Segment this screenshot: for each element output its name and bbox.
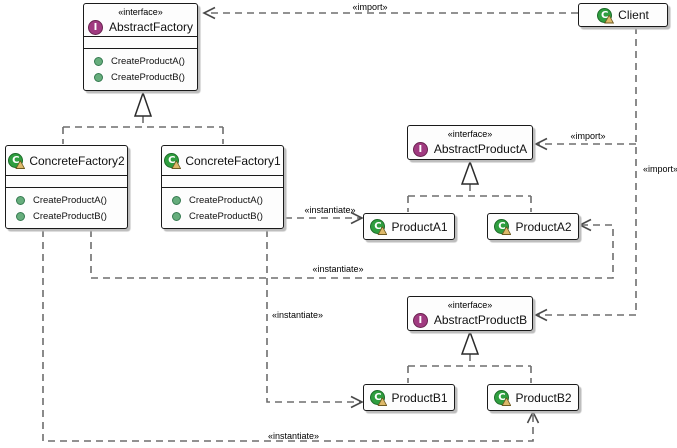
decorator-triangle-icon	[171, 160, 182, 169]
methods-compartment: CreateProductA() CreateProductB()	[84, 48, 197, 85]
stereotype-label: «interface»	[447, 300, 493, 310]
class-product-a2: C ProductA2	[487, 213, 579, 240]
edge-cf2-instantiate-product-a2	[90, 218, 614, 279]
label-import-abstract-product-b: «import»	[643, 164, 677, 174]
class-icon: C	[494, 219, 512, 235]
decorator-triangle-icon	[377, 226, 388, 235]
class-client: C Client	[578, 3, 668, 27]
method-row: CreateProductB()	[6, 208, 127, 224]
class-name: ConcreteFactory2	[29, 153, 125, 168]
class-icon: C	[164, 153, 182, 169]
method-row: CreateProductA()	[6, 192, 127, 208]
public-method-icon	[172, 211, 181, 221]
class-icon: C	[370, 390, 388, 406]
edge-cf1-instantiate-product-a1	[285, 211, 364, 225]
class-name: ConcreteFactory1	[185, 153, 281, 168]
public-method-icon	[172, 195, 181, 205]
method-row: CreateProductB()	[162, 208, 283, 224]
methods-compartment: CreateProductA() CreateProductB()	[6, 187, 127, 224]
class-concrete-factory1: C ConcreteFactory1 CreateProductA() Crea…	[161, 145, 284, 229]
attributes-compartment	[84, 36, 197, 48]
methods-compartment: CreateProductA() CreateProductB()	[162, 187, 283, 224]
class-icon: C	[8, 153, 26, 169]
decorator-triangle-icon	[604, 14, 615, 24]
class-icon: C	[494, 390, 512, 406]
label-instantiate-product-b1: «instantiate»	[272, 310, 324, 320]
attributes-compartment	[6, 175, 127, 187]
edge-client-import-abstract-factory	[202, 6, 578, 20]
method-label: CreateProductB()	[111, 71, 185, 83]
class-abstract-product-a: «interface» I AbstractProductA	[407, 125, 533, 160]
public-method-icon	[16, 195, 25, 205]
decorator-triangle-icon	[15, 160, 26, 169]
interface-icon: I	[412, 312, 428, 328]
method-label: CreateProductB()	[33, 210, 107, 222]
class-concrete-factory2: C ConcreteFactory2 CreateProductA() Crea…	[5, 145, 128, 229]
attributes-compartment	[162, 175, 283, 187]
label-import-abstract-product-a: «import»	[570, 131, 606, 141]
class-icon: C	[597, 7, 615, 24]
class-name: ProductB1	[391, 390, 448, 405]
public-method-icon	[94, 72, 103, 82]
edge-realization-abstract-product-b	[407, 329, 532, 383]
class-abstract-factory: «interface» I AbstractFactory CreateProd…	[83, 3, 198, 91]
interface-icon: I	[87, 19, 103, 35]
edge-realization-abstract-factory	[62, 90, 224, 144]
edge-realization-abstract-product-a	[407, 159, 532, 212]
label-instantiate-product-a1: «instantiate»	[304, 205, 356, 215]
stereotype-label: «interface»	[447, 129, 493, 139]
edge-cf2-instantiate-product-b2	[42, 230, 540, 442]
method-row: CreateProductB()	[84, 69, 197, 85]
label-import-abstract-factory: «import»	[352, 2, 388, 12]
class-name: ProductA2	[515, 219, 572, 234]
edge-cf1-instantiate-product-b1	[266, 230, 364, 409]
decorator-triangle-icon	[501, 397, 512, 406]
method-label: CreateProductA()	[33, 194, 107, 206]
decorator-triangle-icon	[377, 397, 388, 406]
method-row: CreateProductA()	[162, 192, 283, 208]
class-product-b1: C ProductB1	[363, 384, 455, 411]
label-instantiate-product-a2: «instantiate»	[312, 264, 364, 274]
method-row: CreateProductA()	[84, 53, 197, 69]
method-label: CreateProductB()	[189, 210, 263, 222]
class-abstract-product-b: «interface» I AbstractProductB	[407, 296, 533, 331]
class-product-a1: C ProductA1	[363, 213, 455, 240]
public-method-icon	[94, 56, 103, 66]
public-method-icon	[16, 211, 25, 221]
class-product-b2: C ProductB2	[487, 384, 579, 411]
class-name: AbstractFactory	[108, 20, 194, 34]
method-label: CreateProductA()	[189, 194, 263, 206]
class-name: Client	[618, 8, 649, 22]
method-label: CreateProductA()	[111, 55, 185, 67]
class-name: AbstractProductB	[433, 313, 528, 327]
class-icon: C	[370, 219, 388, 235]
interface-icon: I	[412, 141, 428, 157]
stereotype-label: «interface»	[118, 7, 163, 17]
decorator-triangle-icon	[501, 226, 512, 235]
label-instantiate-product-b2: «instantiate»	[268, 431, 320, 441]
class-name: ProductA1	[391, 219, 448, 234]
edge-client-import-abstract-products	[534, 27, 637, 322]
class-name: AbstractProductA	[433, 142, 528, 156]
class-name: ProductB2	[515, 390, 572, 405]
